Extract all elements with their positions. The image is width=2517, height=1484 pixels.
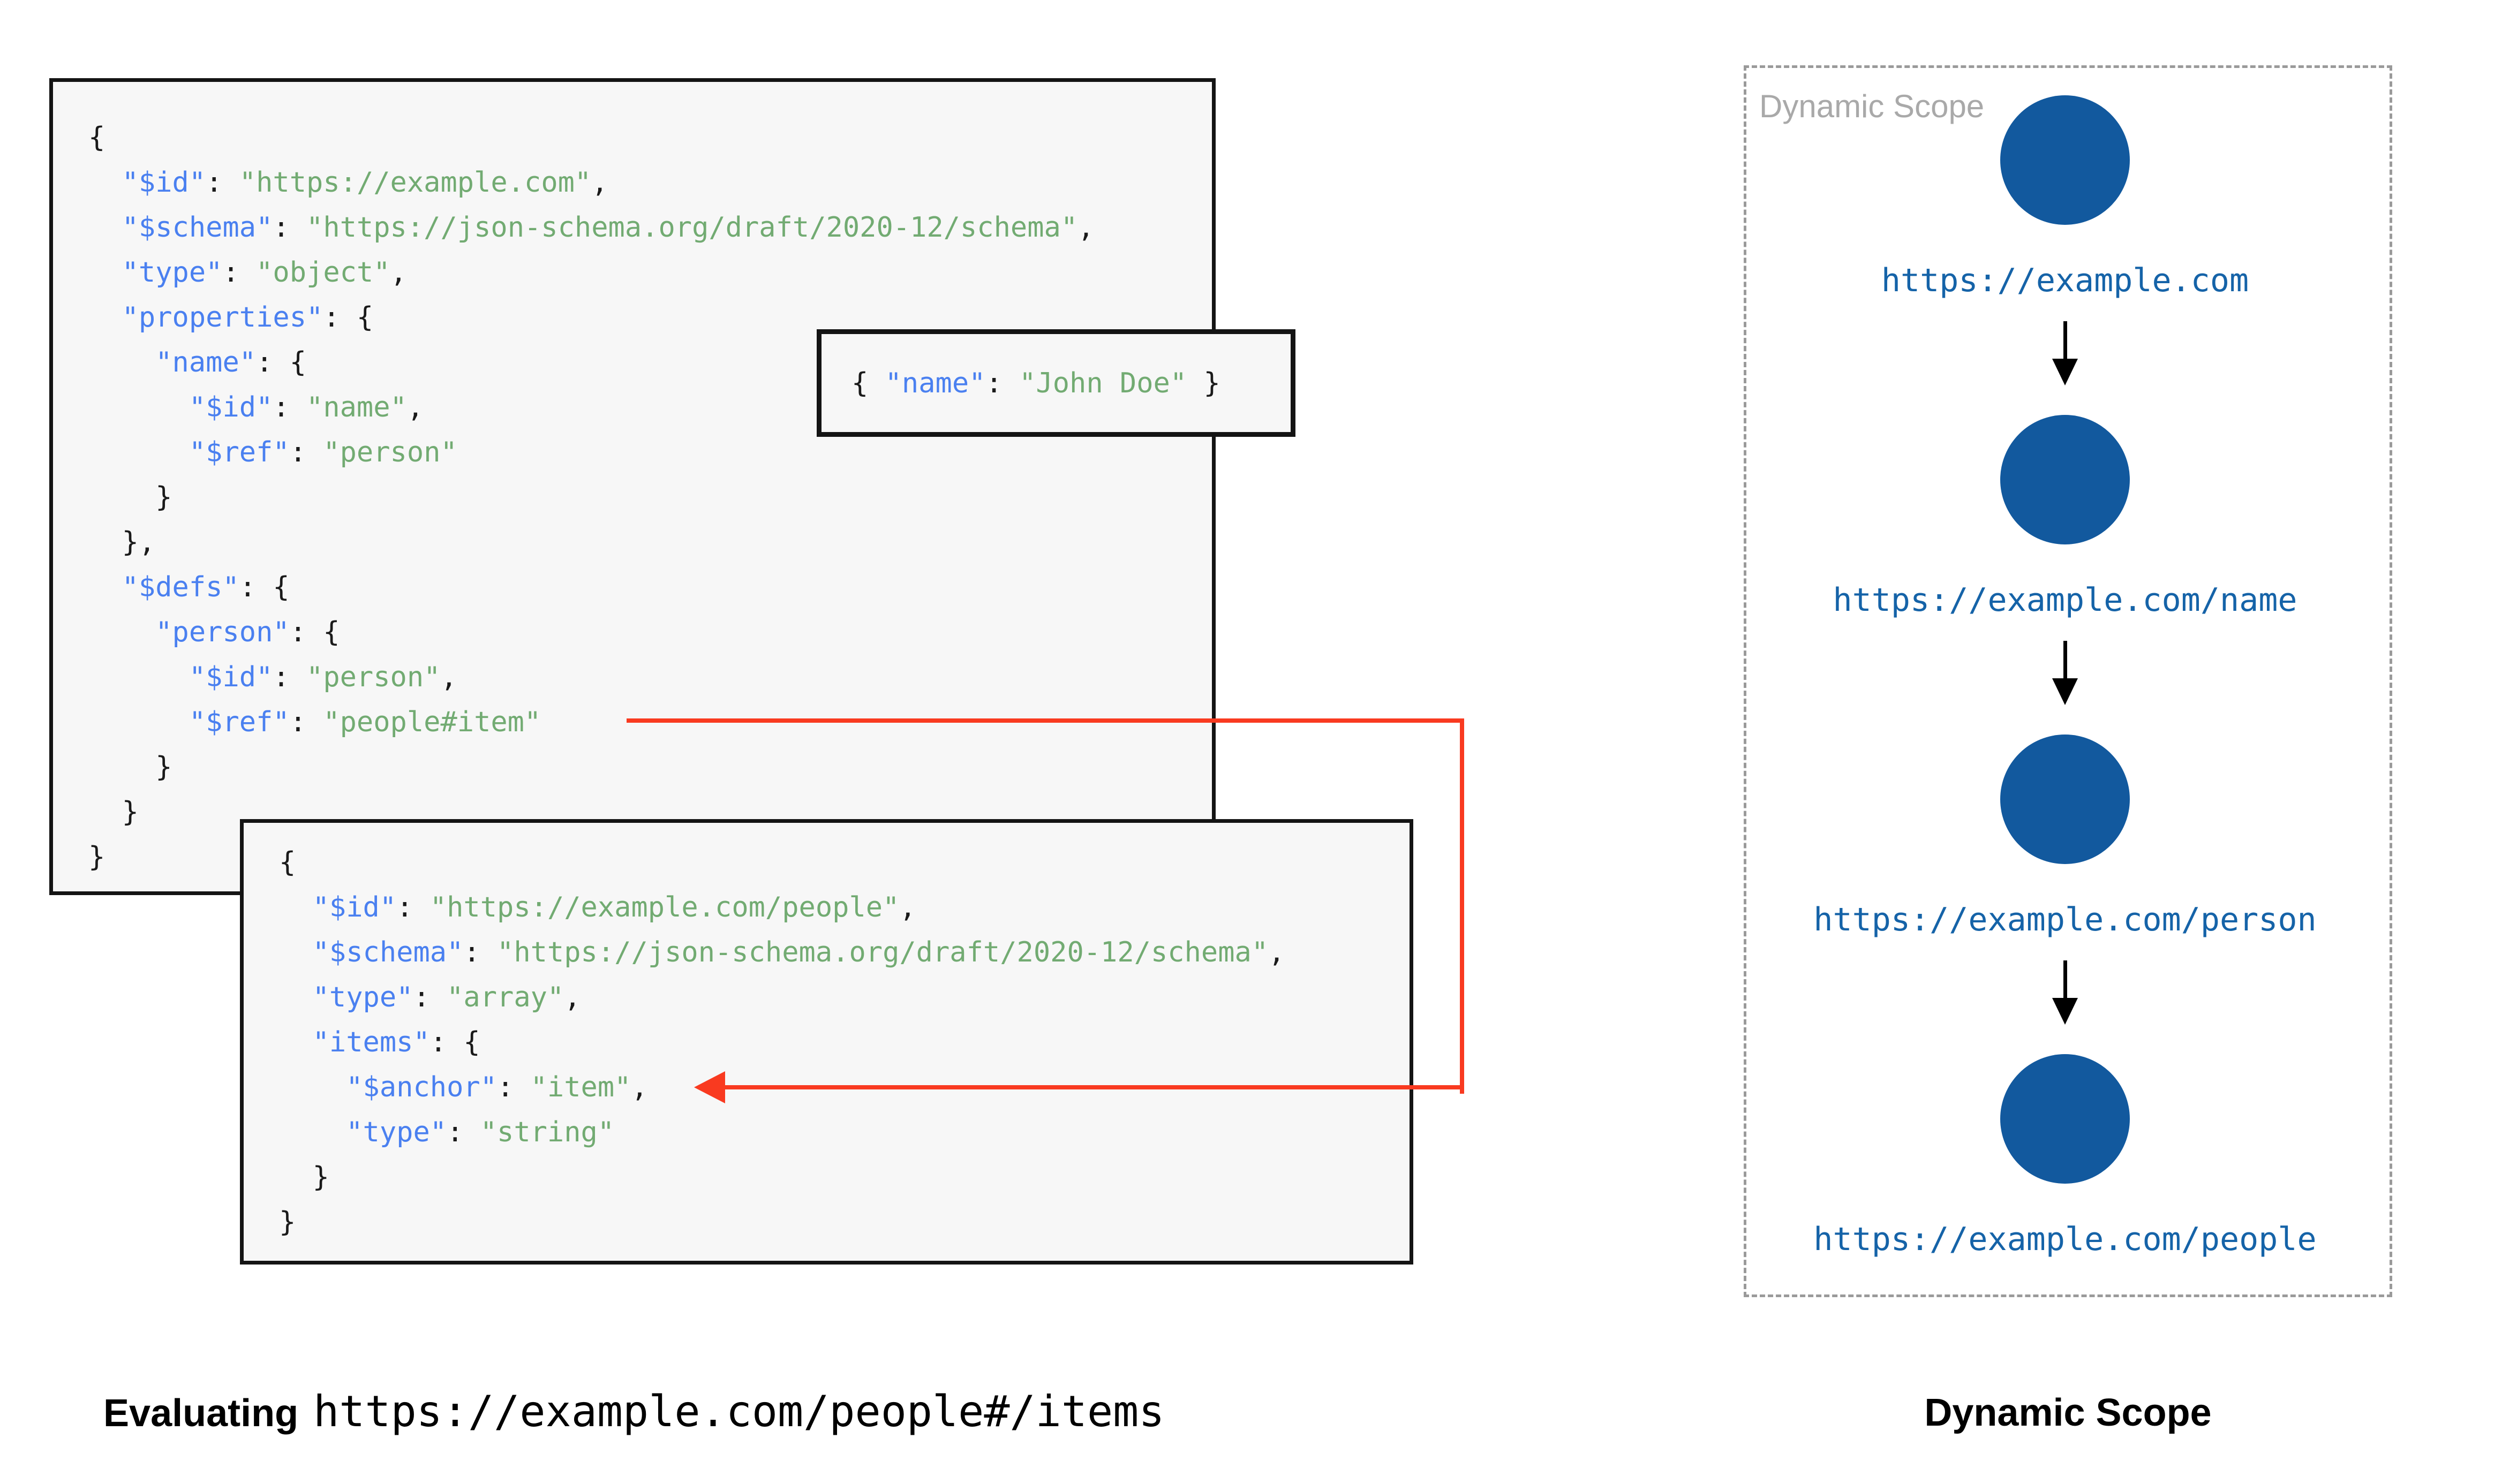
ref-connector-bottom-segment	[724, 1085, 1464, 1089]
ref-connector-top-segment	[627, 718, 1464, 723]
instance-code: { "name": "John Doe" }	[851, 367, 1220, 399]
schema-people-code: { "$id": "https://example.com/people", "…	[279, 846, 1285, 1238]
down-arrow-head-icon	[2052, 359, 2078, 385]
scope-node-label: https://example.com/person	[1813, 901, 2317, 938]
evaluating-caption: Evaluating https://example.com/people#/i…	[103, 1387, 1165, 1436]
scope-node-label: https://example.com	[1881, 262, 2249, 299]
schema-people-box: { "$id": "https://example.com/people", "…	[240, 819, 1413, 1265]
dynamic-scope-caption: Dynamic Scope	[1924, 1391, 2212, 1434]
ref-connector-vertical-segment	[1460, 718, 1464, 1094]
down-arrow-head-icon	[2052, 678, 2078, 705]
down-arrow-icon	[2063, 321, 2067, 360]
down-arrow-icon	[2063, 960, 2067, 999]
instance-box: { "name": "John Doe" }	[817, 329, 1295, 437]
scope-node-label: https://example.com/people	[1813, 1221, 2317, 1258]
schema-outer-box: { "$id": "https://example.com", "$schema…	[49, 78, 1216, 895]
scope-node-circle	[2000, 95, 2130, 225]
scope-node-circle	[2000, 415, 2130, 544]
evaluating-uri: https://example.com/people#/items	[313, 1387, 1165, 1436]
scope-node-label: https://example.com/name	[1833, 581, 2297, 619]
down-arrow-icon	[2063, 641, 2067, 679]
ref-connector-arrowhead-icon	[694, 1071, 725, 1103]
dynamic-scope-panel-label: Dynamic Scope	[1759, 88, 1985, 124]
dynamic-scope-panel	[1744, 65, 2392, 1297]
scope-node-circle	[2000, 1054, 2130, 1184]
down-arrow-head-icon	[2052, 998, 2078, 1025]
schema-outer-code: { "$id": "https://example.com", "$schema…	[88, 122, 1095, 873]
scope-node-circle	[2000, 735, 2130, 864]
evaluating-prefix: Evaluating	[103, 1392, 299, 1435]
